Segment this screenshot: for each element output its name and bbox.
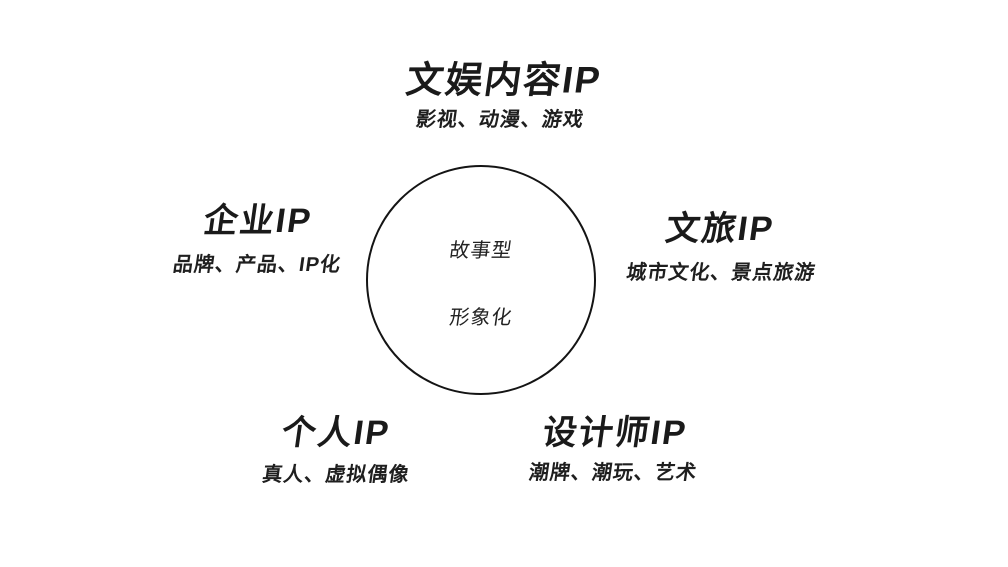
node-subtitle-tourism-ip: 城市文化、景点旅游 [624,262,818,284]
node-title-personal-ip: 个人IP [279,414,393,452]
node-title-tourism-ip: 文旅IP [663,210,777,248]
node-subtitle-enterprise-ip: 品牌、产品、IP化 [171,254,343,276]
node-title-designer-ip: 设计师IP [540,414,690,452]
node-subtitle-designer-ip: 潮牌、潮玩、艺术 [527,462,699,484]
node-subtitle-content-ip: 影视、动漫、游戏 [414,109,586,131]
node-title-enterprise-ip: 企业IP [201,202,315,240]
node-title-content-ip: 文娱内容IP [403,59,605,101]
node-subtitle-personal-ip: 真人、虚拟偶像 [260,464,412,486]
circle-label-story-type: 故事型 [447,239,515,262]
circle-label-visualization: 形象化 [447,307,515,330]
center-circle: 故事型 形象化 [366,165,596,395]
